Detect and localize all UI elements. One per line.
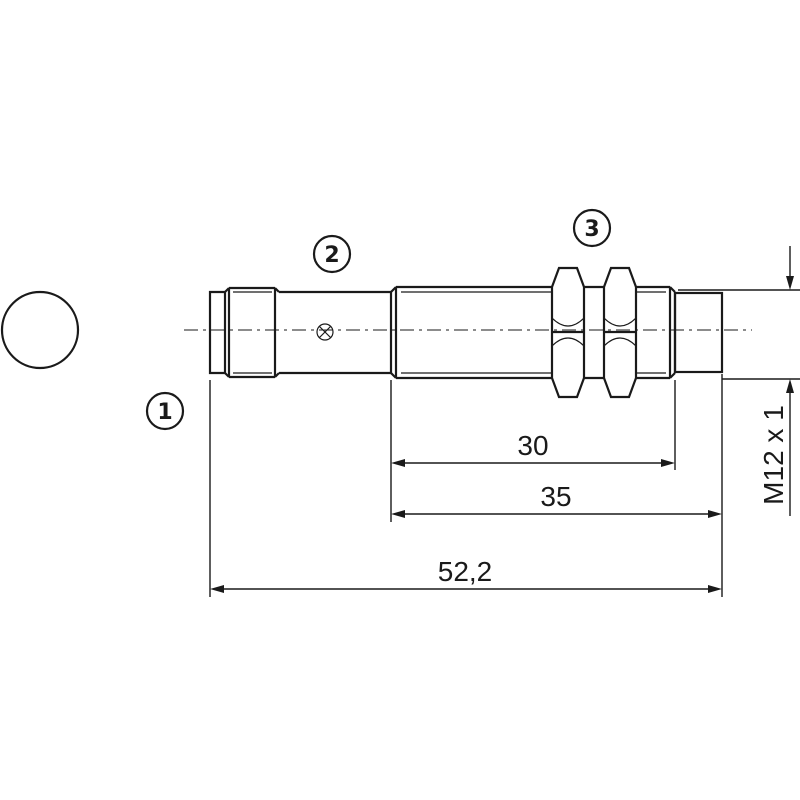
dimension-30-label: 30 xyxy=(517,430,548,461)
callout-2: 2 xyxy=(312,234,352,274)
sensor-body xyxy=(279,290,393,375)
sensing-face xyxy=(673,291,724,374)
front-view-circle xyxy=(0,290,80,370)
callout-1: 1 xyxy=(145,391,185,431)
led-indicator-icon xyxy=(316,323,334,341)
callout-3: 3 xyxy=(572,208,612,248)
dimension-52-2-label: 52,2 xyxy=(438,556,493,587)
extension-lines xyxy=(209,289,800,597)
dimension-thread-label: M12 x 1 xyxy=(758,405,789,505)
dimension-52-2: 52,2 xyxy=(210,556,722,593)
mounting-nut-right xyxy=(602,266,638,399)
callout-1-label: 1 xyxy=(157,400,172,425)
callout-2-label: 2 xyxy=(324,243,339,268)
connector-section xyxy=(208,286,280,379)
dimension-35: 35 xyxy=(391,481,722,518)
dimension-30: 30 xyxy=(391,430,675,467)
threaded-section xyxy=(390,285,677,380)
dimension-thread: M12 x 1 xyxy=(758,246,794,516)
callout-3-label: 3 xyxy=(584,217,599,242)
mounting-nut-left xyxy=(550,266,586,399)
dimension-35-label: 35 xyxy=(540,481,571,512)
